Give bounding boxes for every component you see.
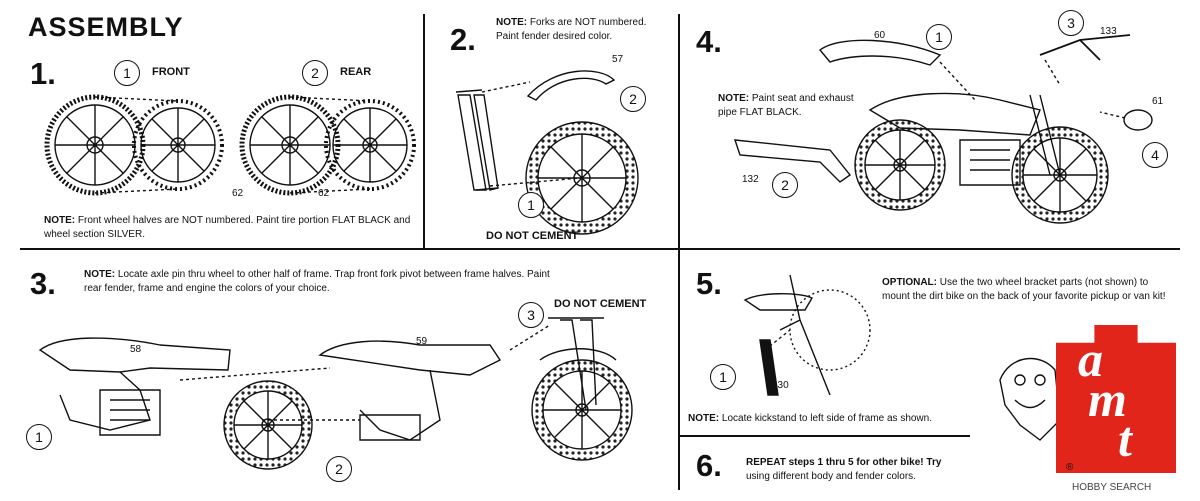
part-58: 58 [130, 344, 142, 355]
step-5-optional-head: OPTIONAL: [882, 277, 937, 288]
part-62-b: 62 [318, 188, 330, 199]
front-wheel-assembled [525, 121, 639, 235]
step-2-note: NOTE: Forks are NOT numbered. Paint fend… [496, 16, 666, 44]
part-130: 130 [772, 380, 789, 391]
step-3-do-not-cement: DO NOT CEMENT [554, 298, 647, 310]
rear-label: REAR [340, 66, 372, 78]
rear-wheel-half-b [324, 99, 416, 191]
step-2-note-head: NOTE: [496, 17, 528, 28]
step-5-optional-note: OPTIONAL: Use the two wheel bracket part… [882, 276, 1172, 304]
step-2-circle-2: 2 [620, 86, 646, 112]
motorcycle-step4 [733, 34, 1153, 224]
part-61: 61 [1152, 96, 1164, 107]
step-1-note: NOTE: Front wheel halves are NOT numbere… [44, 214, 414, 242]
mascot-drawing [999, 357, 1061, 441]
divider-5-6 [680, 435, 970, 437]
front-wheel-half-b [132, 99, 224, 191]
step-3-note: NOTE: Locate axle pin thru wheel to othe… [84, 268, 564, 296]
front-circle: 1 [114, 60, 140, 86]
step-6-line-1: REPEAT steps 1 thru 5 for other bike! Tr… [746, 457, 942, 468]
step-3-number: 3. [30, 266, 56, 301]
step-1-note-body: Front wheel halves are NOT numbered. Pai… [44, 215, 411, 240]
page-title: ASSEMBLY [28, 12, 184, 42]
step-5-note-head: NOTE: [688, 413, 720, 424]
part-57: 57 [612, 54, 624, 65]
step-4-circle-2: 2 [772, 172, 798, 198]
step-2-number: 2. [450, 22, 476, 57]
part-133: 133 [1100, 26, 1117, 37]
step-2-circle-1: 1 [518, 192, 544, 218]
step-4-note: NOTE: Paint seat and exhaust pipe FLAT B… [718, 92, 868, 120]
front-label: FRONT [152, 66, 190, 78]
frame-half-right [318, 340, 502, 441]
divider-1-2 [423, 14, 425, 248]
step-1-number: 1. [30, 56, 56, 91]
rear-circle: 2 [302, 60, 328, 86]
registered-mark: ® [1066, 462, 1074, 473]
front-wheel-step3 [531, 317, 633, 461]
part-59: 59 [416, 336, 428, 347]
part-60: 60 [874, 30, 886, 41]
front-fender-part [526, 70, 616, 101]
part-132: 132 [742, 174, 759, 185]
step-5-note: NOTE: Locate kickstand to left side of f… [688, 412, 978, 426]
step-6-number: 6. [696, 448, 722, 483]
divider-3-5 [678, 250, 680, 490]
step-5-note-body: Locate kickstand to left side of frame a… [721, 413, 932, 424]
step-4-circle-1: 1 [926, 24, 952, 50]
kickstand-detail [743, 274, 871, 396]
frame-half-left [38, 337, 231, 436]
step-6-line-2: using different body and fender colors. [746, 471, 916, 482]
step-3-note-head: NOTE: [84, 269, 116, 280]
step-3-note-body: Locate axle pin thru wheel to other half… [84, 269, 550, 294]
step-3-circle-3: 3 [518, 302, 544, 328]
step-4-number: 4. [696, 24, 722, 59]
amt-logo [1056, 325, 1176, 473]
step-4-note-body: Paint seat and exhaust pipe FLAT BLACK. [718, 93, 854, 118]
step-1-note-head: NOTE: [44, 215, 76, 226]
divider-2-4 [678, 14, 680, 248]
fork-part [455, 89, 499, 191]
step-3-circle-2: 2 [326, 456, 352, 482]
rear-wheel-half-a [239, 94, 341, 196]
part-62-a: 62 [232, 188, 244, 199]
step-6-text: REPEAT steps 1 thru 5 for other bike! Tr… [746, 456, 986, 484]
step-2-note-body: Forks are NOT numbered. Paint fender des… [496, 17, 647, 42]
rear-wheel-step3 [223, 380, 313, 470]
step-4-circle-3: 3 [1058, 10, 1084, 36]
amt-logo-a: a [1078, 331, 1103, 387]
amt-logo-m: m [1088, 371, 1127, 427]
amt-logo-t: t [1118, 411, 1132, 467]
step-3-circle-1: 1 [26, 424, 52, 450]
step-5-circle-1: 1 [710, 364, 736, 390]
step-2-do-not-cement: DO NOT CEMENT [486, 230, 579, 242]
front-wheel-half-a [44, 94, 146, 196]
step-5-optional-body: Use the two wheel bracket parts (not sho… [882, 277, 1166, 302]
hobby-search-watermark: HOBBY SEARCH [1072, 482, 1152, 493]
step-4-circle-4: 4 [1142, 142, 1168, 168]
step-5-number: 5. [696, 266, 722, 301]
divider-top [20, 248, 1180, 250]
step-4-note-head: NOTE: [718, 93, 750, 104]
